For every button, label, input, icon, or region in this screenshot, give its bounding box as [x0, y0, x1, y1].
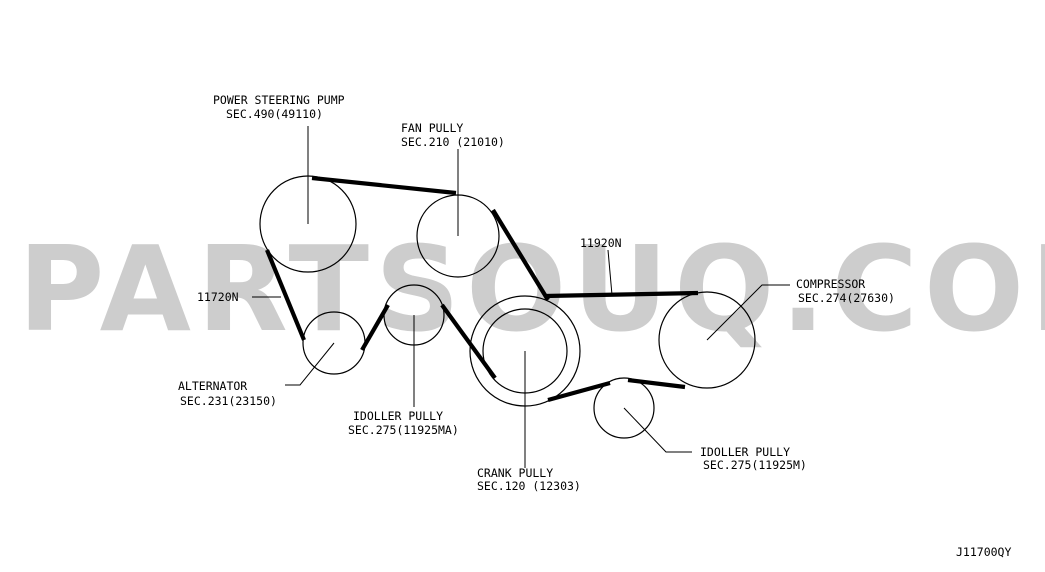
- belt-segment: [265, 249, 306, 341]
- belt-segment: [544, 290, 699, 299]
- crank-pulley-section: SEC.120 (12303): [477, 479, 581, 493]
- alternator-label: ALTERNATOR: [178, 379, 247, 393]
- leader-line: [706, 284, 790, 341]
- idler-pulley-left-label: IDOLLER PULLY: [353, 409, 443, 423]
- power-steering-pump-label: POWER STEERING PUMP: [213, 93, 345, 107]
- leader-line: [623, 407, 692, 453]
- compressor-label: COMPRESSOR: [796, 277, 865, 291]
- idler-pulley-right-label: IDOLLER PULLY: [700, 445, 790, 459]
- alternator-pulley: [302, 311, 366, 375]
- alternator-section: SEC.231(23150): [180, 394, 277, 408]
- belt-segment: [491, 208, 550, 302]
- power-steering-pump-section: SEC.490(49110): [226, 107, 323, 121]
- belt-11720n: [265, 175, 550, 380]
- compressor-pulley: [658, 291, 756, 389]
- belt-segment: [311, 175, 457, 196]
- leader-line: [285, 342, 335, 386]
- leader-lines: [252, 126, 790, 468]
- leader-line: [607, 249, 613, 296]
- belt-11720n-label: 11720N: [197, 290, 239, 304]
- idler-pulley-left-section: SEC.275(11925MA): [348, 423, 459, 437]
- belt-segment: [547, 380, 611, 403]
- belt-11920n-label: 11920N: [580, 236, 622, 250]
- fan-pulley-label: FAN PULLY: [401, 121, 463, 135]
- diagram-code: J11700QY: [956, 545, 1011, 559]
- fan-pulley-section: SEC.210 (21010): [401, 135, 505, 149]
- idler-pulley-right-section: SEC.275(11925M): [703, 458, 807, 472]
- watermark-text: PARTSOUQ.COM: [18, 220, 1045, 358]
- compressor-section: SEC.274(27630): [798, 291, 895, 305]
- crank-pulley-label: CRANK PULLY: [477, 466, 553, 480]
- idler-pulley-right: [593, 377, 655, 439]
